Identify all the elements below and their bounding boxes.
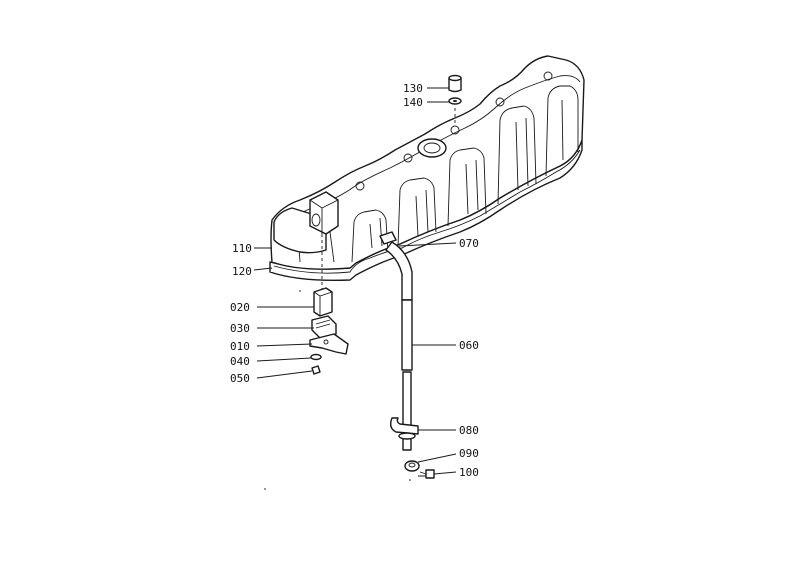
part-label-130: 130 bbox=[403, 82, 423, 95]
part-label-140: 140 bbox=[403, 96, 423, 109]
part-label-040: 040 bbox=[230, 355, 250, 368]
part-label-020: 020 bbox=[230, 301, 250, 314]
breather-hose bbox=[385, 241, 419, 451]
washer-040 bbox=[310, 353, 322, 361]
plate-010 bbox=[309, 333, 349, 355]
valve-cover bbox=[269, 55, 585, 292]
bracket-020 bbox=[313, 287, 333, 317]
washer-140 bbox=[448, 97, 462, 105]
part-label-010: 010 bbox=[230, 340, 250, 353]
screw-100 bbox=[418, 469, 435, 479]
leader-lines bbox=[253, 87, 457, 475]
part-label-030: 030 bbox=[230, 322, 250, 335]
cap-130 bbox=[448, 74, 462, 93]
part-label-050: 050 bbox=[230, 372, 250, 385]
part-label-110: 110 bbox=[232, 242, 252, 255]
fitting-090 bbox=[404, 460, 420, 472]
part-label-120: 120 bbox=[232, 265, 252, 278]
part-label-100: 100 bbox=[459, 466, 479, 479]
clip-030 bbox=[311, 315, 337, 339]
part-label-090: 090 bbox=[459, 447, 479, 460]
part-label-070: 070 bbox=[459, 237, 479, 250]
part-label-080: 080 bbox=[459, 424, 479, 437]
bolt-050 bbox=[311, 365, 321, 375]
part-label-060: 060 bbox=[459, 339, 479, 352]
